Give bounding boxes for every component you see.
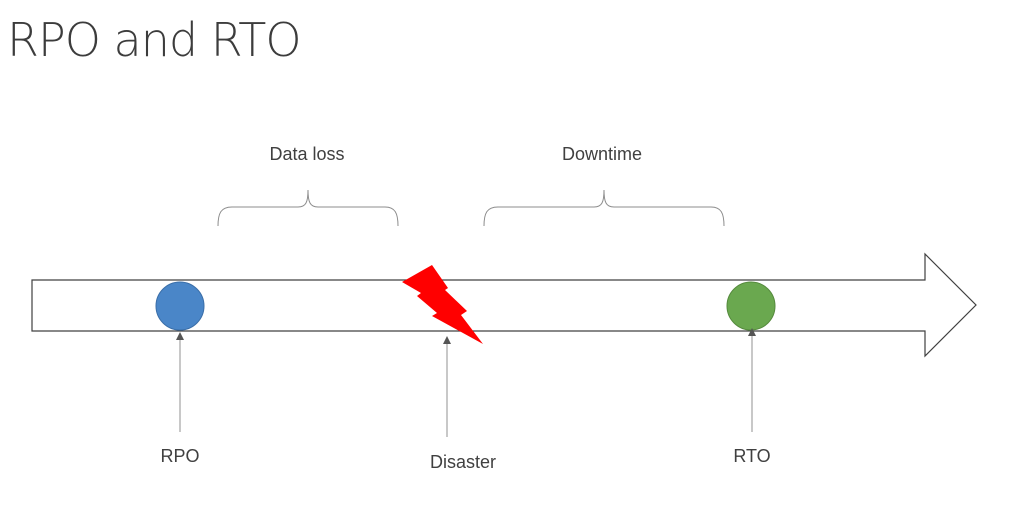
downtime-label: Downtime [561,144,643,164]
lightning-bolt-icon [402,265,483,344]
rto-marker [726,281,776,331]
rpo-marker [155,281,205,331]
data-loss-brace [217,189,399,227]
rpo-label: RPO [160,446,200,466]
data-loss-label: Data loss [269,144,345,164]
downtime-brace [483,189,725,227]
timeline-arrow [31,252,977,358]
disaster-label: Disaster [429,452,497,472]
rto-label: RTO [733,446,771,466]
page-title: RPO and RTO [7,13,302,67]
